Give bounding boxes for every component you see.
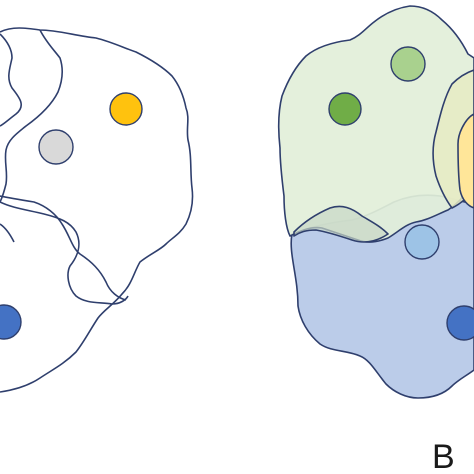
left-divide-south (0, 201, 129, 305)
light-green-site-dot (390, 46, 426, 82)
grey-site-dot (38, 129, 74, 165)
region-overlap (293, 205, 389, 243)
light-blue-site-dot (404, 224, 440, 260)
orange-site-dot (109, 92, 143, 126)
region-orange (457, 113, 474, 209)
left-parcel-north (0, 33, 23, 127)
left-divide-southwest (0, 223, 15, 243)
left-outer-boundary (0, 27, 194, 393)
left-panel (0, 27, 194, 393)
dark-green-site-dot (328, 92, 362, 126)
left-divide-north (0, 29, 63, 203)
blue-site-dot-right (446, 305, 474, 341)
left-divide-middle (0, 195, 127, 301)
blue-site-dot-left (0, 304, 22, 340)
panel-label: B (432, 438, 455, 474)
right-panel (277, 5, 474, 399)
